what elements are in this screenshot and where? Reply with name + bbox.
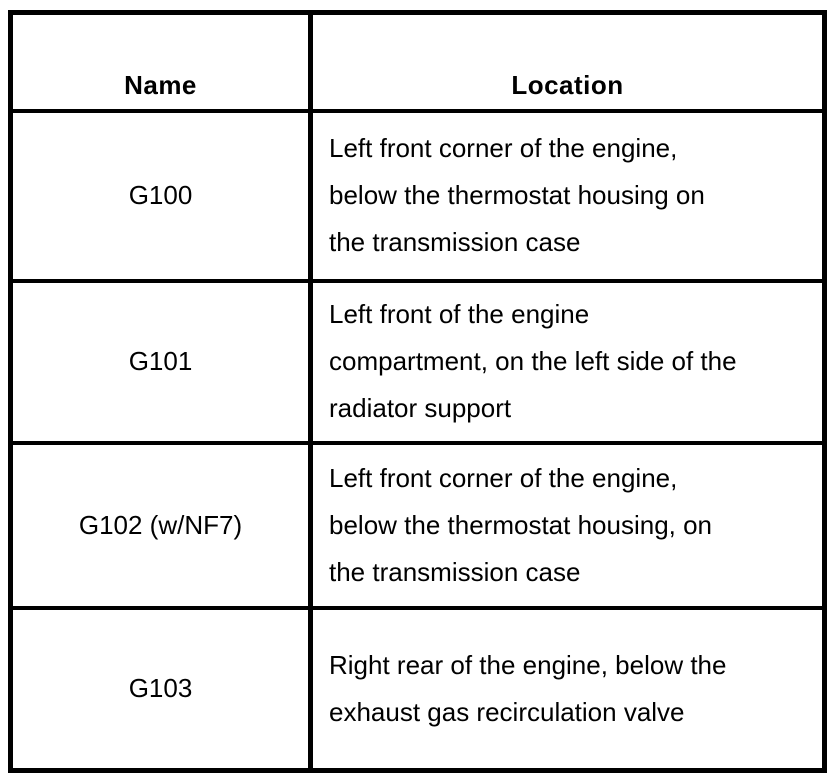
table-row: G102 (w/NF7) Left front corner of the en… [8, 440, 827, 610]
ground-name-cell: G103 [8, 605, 313, 773]
ground-location-cell: Left front of the engine compartment, on… [308, 278, 827, 445]
column-header-location: Location [308, 10, 827, 113]
table-header-row: Name Location [8, 10, 827, 113]
ground-points-table: Name Location G100 Left front corner of … [8, 10, 827, 773]
table-row: G103 Right rear of the engine, below the… [8, 605, 827, 773]
ground-name-cell: G102 (w/NF7) [8, 440, 313, 610]
ground-location-cell: Left front corner of the engine, below t… [308, 108, 827, 283]
ground-location-cell: Right rear of the engine, below the exha… [308, 605, 827, 773]
ground-name-cell: G100 [8, 108, 313, 283]
ground-location-cell: Left front corner of the engine, below t… [308, 440, 827, 610]
table-row: G101 Left front of the engine compartmen… [8, 278, 827, 445]
ground-name-cell: G101 [8, 278, 313, 445]
table-row: G100 Left front corner of the engine, be… [8, 108, 827, 283]
column-header-name: Name [8, 10, 313, 113]
